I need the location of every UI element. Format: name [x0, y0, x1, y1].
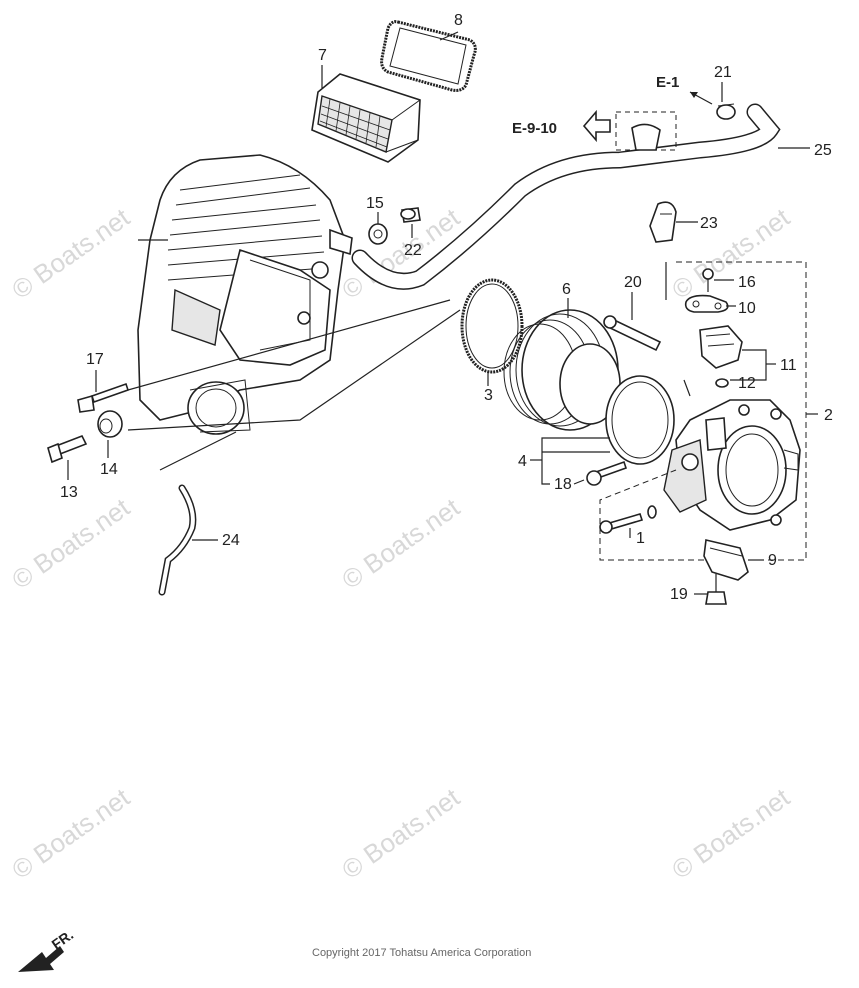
- label-part-16: 16: [738, 274, 756, 291]
- part-22-collar: [400, 207, 421, 223]
- e-9-10-arrow: E-9-10: [512, 109, 611, 143]
- label-part-25: 25: [814, 142, 832, 159]
- front-arrow-icon: [18, 946, 64, 972]
- part-2-throttle-body: [663, 399, 801, 531]
- label-part-3: 3: [484, 387, 493, 404]
- clamp-ref-box: [615, 111, 677, 151]
- part-16-screw: [702, 268, 714, 292]
- part-24-drain-tube: [158, 484, 197, 596]
- watermark-text: © Boats.net: [6, 782, 135, 885]
- assembly-2-boundary: [599, 261, 807, 561]
- front-direction-marker: FR.: [18, 926, 76, 972]
- part-12-washer: [715, 378, 729, 388]
- label-part-22: 22: [404, 242, 422, 259]
- part-8-gasket: [380, 20, 477, 92]
- part-14-grommet: [97, 410, 123, 438]
- watermark-text: © Boats.net: [666, 782, 795, 885]
- label-part-20: 20: [624, 274, 642, 291]
- part-labels: 1 2 3 4 6 7 8 9 10 11 12 13 14 15 16 17 …: [60, 12, 833, 603]
- watermark-text: © Boats.net: [6, 202, 135, 305]
- copyright-text: Copyright 2017 Tohatsu America Corporati…: [312, 947, 531, 959]
- watermark-text: © Boats.net: [336, 492, 465, 595]
- label-part-11: 11: [780, 357, 797, 374]
- air-box-housing: [137, 154, 353, 435]
- label-part-23: 23: [700, 215, 718, 232]
- label-part-10: 10: [738, 300, 756, 317]
- label-part-1: 1: [636, 530, 645, 547]
- part-25-hose: [351, 103, 781, 290]
- part-13-fitting: [47, 434, 88, 464]
- part-9-bracket: [703, 539, 749, 581]
- watermark-text: © Boats.net: [336, 782, 465, 885]
- watermark-text: © Boats.net: [6, 492, 135, 595]
- e-1-arrow: E-1: [656, 74, 713, 105]
- label-part-6: 6: [562, 281, 571, 298]
- label-part-13: 13: [60, 484, 78, 501]
- part-23-clamp: [649, 201, 677, 243]
- part-18-bolt: [586, 460, 628, 486]
- label-part-24: 24: [222, 532, 240, 549]
- part-21-clip: [716, 103, 736, 120]
- part-10-plate: [684, 294, 729, 313]
- front-label: FR.: [49, 926, 77, 952]
- label-part-2: 2: [824, 407, 833, 424]
- label-part-17: 17: [86, 351, 104, 368]
- label-part-4: 4: [518, 453, 527, 470]
- label-part-21: 21: [714, 64, 732, 81]
- label-part-9: 9: [768, 552, 777, 569]
- part-3-oring: [460, 278, 524, 374]
- label-part-8: 8: [454, 12, 463, 29]
- assembly-2-leader: [665, 262, 691, 397]
- label-part-7: 7: [318, 47, 327, 64]
- part-5-band: [605, 375, 675, 465]
- watermark-text: © Boats.net: [666, 202, 795, 305]
- watermarks: © Boats.net © Boats.net © Boats.net © Bo…: [6, 202, 795, 885]
- label-part-12: 12: [738, 375, 756, 392]
- leader-lines: [67, 31, 818, 595]
- ref-e-1: E-1: [656, 74, 679, 91]
- part-15-grommet: [368, 223, 388, 245]
- ref-e-9-10: E-9-10: [512, 120, 557, 137]
- part-1-screw: [599, 505, 657, 534]
- part-20-bolt: [603, 315, 662, 352]
- part-7-filter: [311, 73, 421, 163]
- part-17-bolt: [77, 382, 130, 413]
- label-part-19: 19: [670, 586, 688, 603]
- part-11-sensor: [699, 325, 743, 369]
- part-6-boot: [503, 309, 621, 431]
- part-19-bolt: [705, 574, 727, 605]
- label-part-14: 14: [100, 461, 118, 478]
- label-part-18: 18: [554, 476, 572, 493]
- label-part-15: 15: [366, 195, 384, 212]
